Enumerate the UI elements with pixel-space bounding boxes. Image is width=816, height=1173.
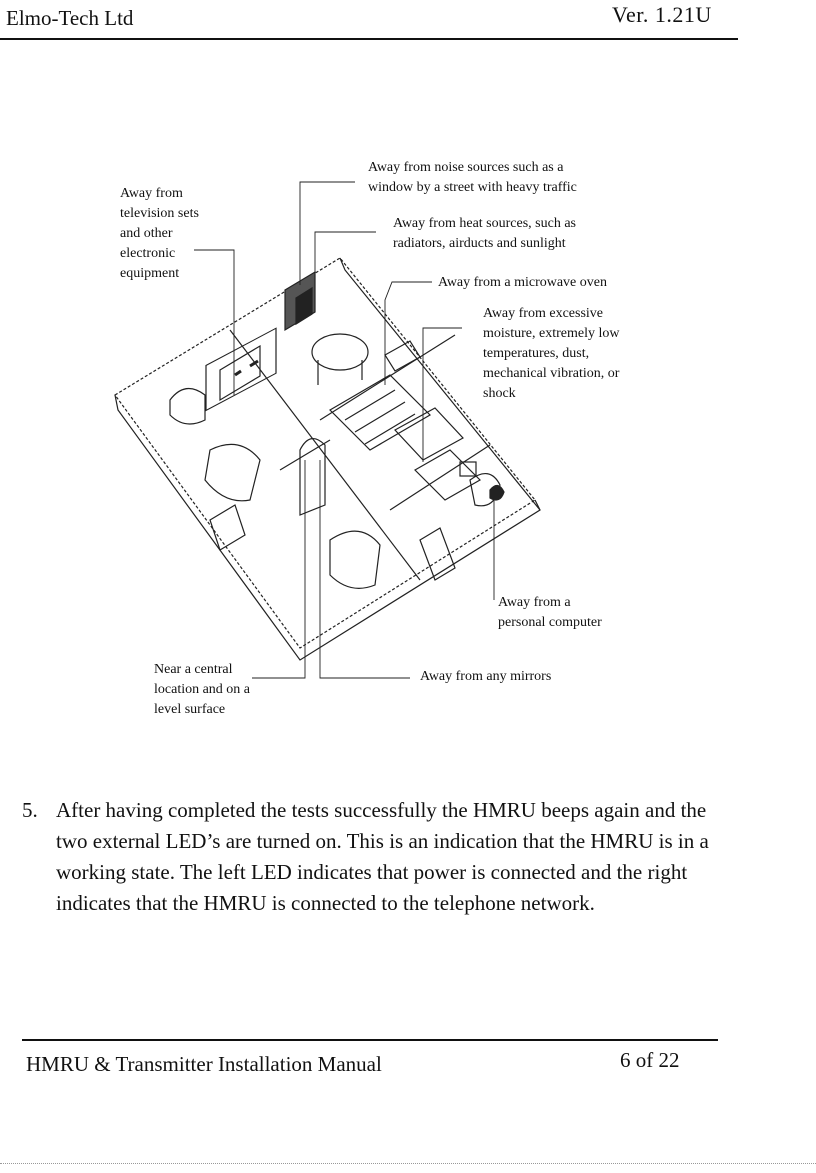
- leader-lines: [194, 181, 495, 679]
- label-heat: Away from heat sources, such as radiator…: [393, 216, 576, 251]
- version-label: Ver. 1.21U: [612, 2, 712, 27]
- label-microwave: Away from a microwave oven: [438, 275, 607, 290]
- page-number: 6 of 22: [620, 1048, 680, 1072]
- furniture: [169, 270, 505, 589]
- label-mirrors: Away from any mirrors: [420, 669, 552, 684]
- label-central-location: Near a central location and on a level s…: [154, 662, 251, 717]
- label-computer: Away from a personal computer: [498, 595, 602, 630]
- placement-diagram: Away from television sets and other elec…: [114, 160, 620, 717]
- label-television: Away from television sets and other elec…: [120, 186, 199, 281]
- floor-plan-outline: [114, 257, 541, 661]
- footer-divider: [22, 1039, 718, 1041]
- label-noise: Away from noise sources such as a window…: [368, 160, 577, 195]
- step-text: After having completed the tests success…: [56, 798, 709, 915]
- company-name: Elmo-Tech Ltd: [6, 6, 134, 30]
- step-number: 5.: [22, 798, 38, 822]
- manual-title: HMRU & Transmitter Installation Manual: [26, 1052, 382, 1076]
- scan-edge: [0, 1163, 816, 1165]
- floor-plan-illustration: [114, 181, 541, 679]
- label-moisture: Away from excessive moisture, extremely …: [483, 306, 620, 401]
- header-divider: [0, 38, 738, 40]
